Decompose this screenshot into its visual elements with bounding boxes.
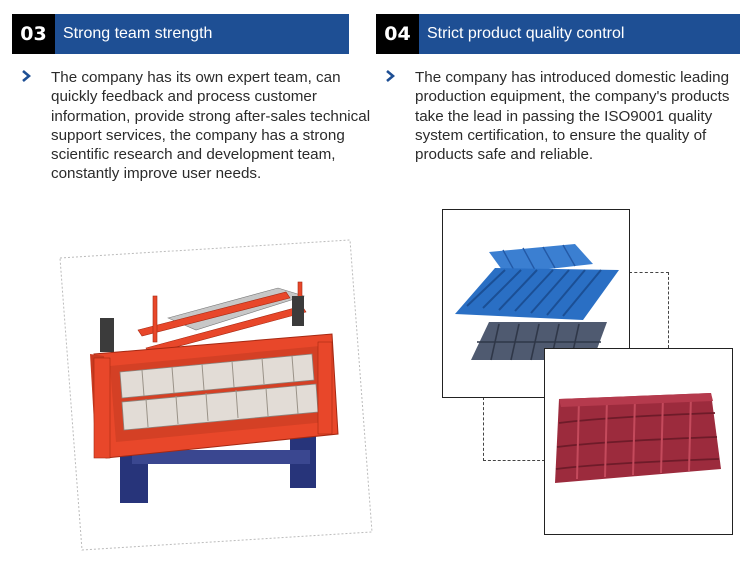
machine-posts xyxy=(100,296,304,352)
section-03-description: The company has its own expert team, can… xyxy=(51,69,371,183)
roof-tile-image xyxy=(555,393,721,483)
steel-sheets-image xyxy=(455,244,619,361)
section-03-header: 03 Strong team strength xyxy=(12,14,349,54)
machine-sheet-ridges xyxy=(141,355,299,428)
chevron-right-icon xyxy=(386,70,395,82)
steel-sheets-image-frame xyxy=(442,209,630,398)
machine-corrugated-sheets xyxy=(119,353,319,431)
connector-bottom xyxy=(483,397,545,461)
section-04-description: The company has introduced domestic lead… xyxy=(415,69,730,164)
section-04-title: Strict product quality control xyxy=(419,14,740,54)
roof-tile-image-frame xyxy=(544,348,733,535)
section-03-title: Strong team strength xyxy=(55,14,349,54)
chevron-right-icon xyxy=(22,70,31,82)
machine-side-bars xyxy=(93,341,333,459)
section-04-number: 04 xyxy=(376,14,419,54)
roll-forming-machine-image xyxy=(59,239,373,551)
connector-right xyxy=(629,272,669,348)
section-03-number: 03 xyxy=(12,14,55,54)
section-04-header: 04 Strict product quality control xyxy=(376,14,740,54)
